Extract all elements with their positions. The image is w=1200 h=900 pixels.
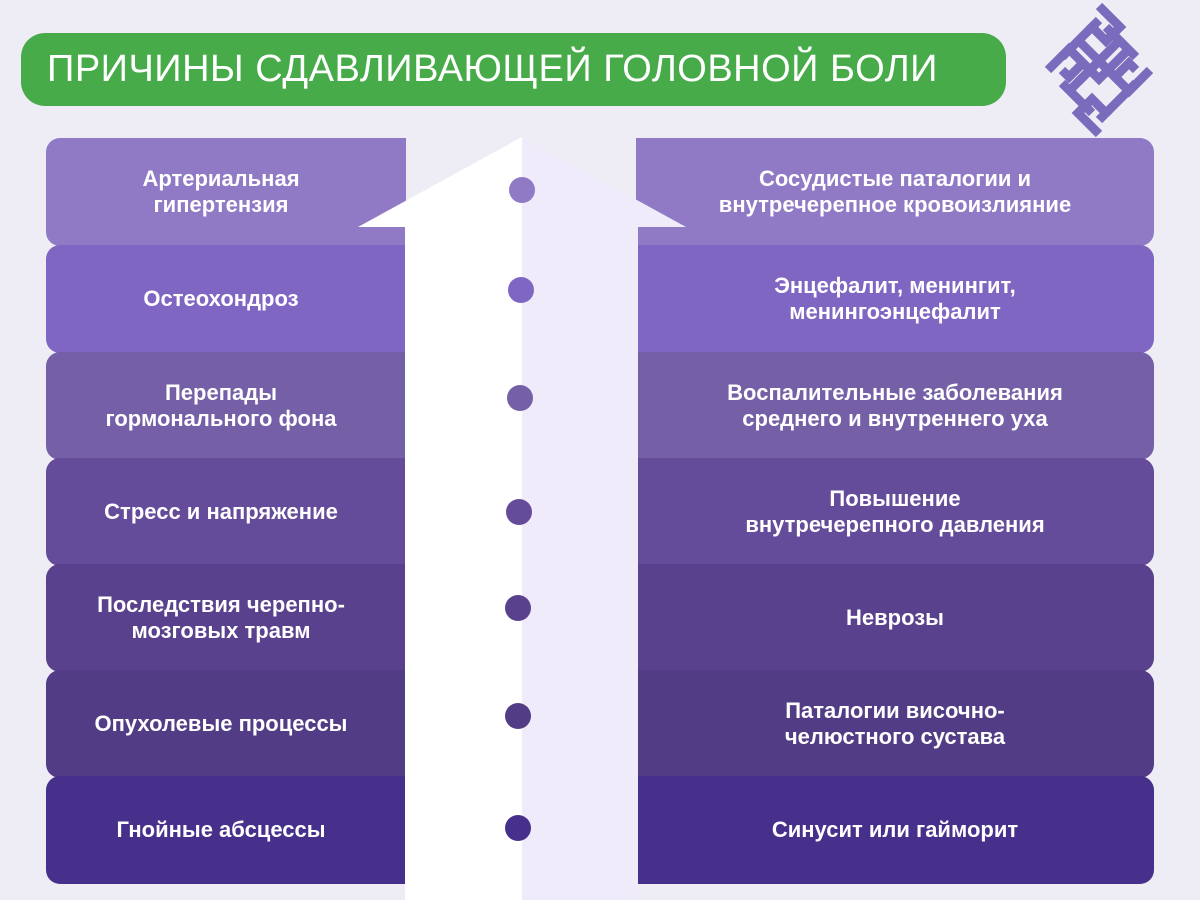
timeline-dot-icon: [509, 177, 535, 203]
cause-row-right: Синусит или гайморит: [636, 776, 1154, 884]
timeline-dot-icon: [507, 385, 533, 411]
cause-row-left: Стресс и напряжение: [46, 458, 406, 566]
cause-label: Энцефалит, менингит, менингоэнцефалит: [774, 273, 1016, 324]
cause-row-left: Остеохондроз: [46, 245, 406, 353]
cause-row-left: Гнойные абсцессы: [46, 776, 406, 884]
timeline-dot-icon: [508, 277, 534, 303]
timeline-dot-icon: [506, 499, 532, 525]
cause-row-left: Опухолевые процессы: [46, 670, 406, 778]
cause-label: Стресс и напряжение: [104, 499, 338, 524]
timeline-dot-icon: [505, 815, 531, 841]
cause-label: Остеохондроз: [143, 286, 299, 311]
cause-row-right: Неврозы: [636, 564, 1154, 672]
cause-row-left: Артериальная гипертензия: [46, 138, 406, 246]
cause-row-right: Сосудистые паталогии и внутречерепное кр…: [636, 138, 1154, 246]
cause-label: Артериальная гипертензия: [142, 166, 300, 217]
cause-row-left: Перепады гормонального фона: [46, 352, 406, 460]
page-title: ПРИЧИНЫ СДАВЛИВАЮЩЕЙ ГОЛОВНОЙ БОЛИ: [47, 48, 938, 90]
cause-label: Воспалительные заболевания среднего и вн…: [727, 380, 1063, 431]
cause-row-left: Последствия черепно- мозговых травм: [46, 564, 406, 672]
cause-label: Паталогии височно- челюстного сустава: [784, 698, 1006, 749]
cause-label: Опухолевые процессы: [94, 711, 348, 736]
endless-knot-icon: [1044, 2, 1154, 138]
cause-label: Перепады гормонального фона: [105, 380, 337, 431]
title-banner: ПРИЧИНЫ СДАВЛИВАЮЩЕЙ ГОЛОВНОЙ БОЛИ: [21, 33, 1006, 106]
cause-label: Последствия черепно- мозговых травм: [97, 592, 345, 643]
cause-row-right: Воспалительные заболевания среднего и вн…: [636, 352, 1154, 460]
cause-label: Гнойные абсцессы: [116, 817, 326, 842]
cause-label: Сосудистые паталогии и внутречерепное кр…: [718, 166, 1072, 217]
cause-row-right: Энцефалит, менингит, менингоэнцефалит: [636, 245, 1154, 353]
cause-row-right: Паталогии височно- челюстного сустава: [636, 670, 1154, 778]
cause-label: Повышение внутречерепного давления: [745, 486, 1045, 537]
cause-label: Неврозы: [846, 605, 944, 630]
cause-row-right: Повышение внутречерепного давления: [636, 458, 1154, 566]
timeline-dot-icon: [505, 703, 531, 729]
timeline-dot-icon: [505, 595, 531, 621]
cause-label: Синусит или гайморит: [771, 817, 1019, 842]
